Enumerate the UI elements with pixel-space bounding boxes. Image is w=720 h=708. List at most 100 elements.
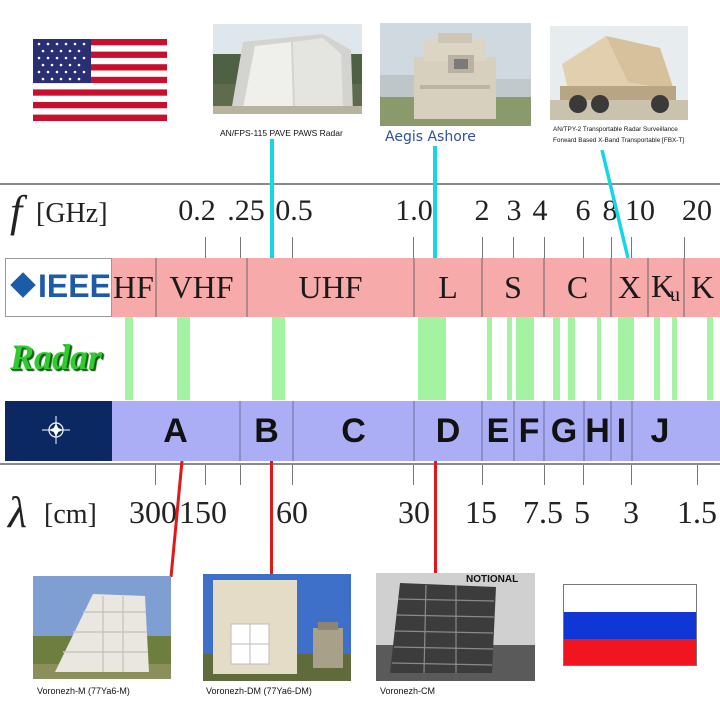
voronezh-dm-caption: Voronezh-DM (77Ya6-DM) [206,686,312,696]
freq-tick-mark [240,237,241,258]
freq-tick-label: 20 [682,194,712,227]
radar-band [516,317,534,400]
nato-band-label: C [341,411,366,450]
wavelength-tick-label: 7.5 [523,494,563,530]
notional-label: NOTIONAL [466,574,519,585]
freq-tick-label: 10 [625,194,655,227]
voronezh-m-connector [168,460,184,578]
usa-flag [33,39,167,121]
freq-tick-label: 0.2 [178,194,216,227]
wavelength-tick-label: 5 [574,494,590,530]
radar-band [654,317,660,400]
freq-tick-mark [544,237,545,258]
wavelength-tick-mark [155,465,156,485]
wavelength-tick-mark [697,465,698,485]
tpy2-photo [550,26,688,120]
wavelength-tick-mark [631,465,632,485]
aegis-connector [433,146,437,258]
wavelength-tick-mark [292,465,293,485]
freq-tick-label: 2 [474,194,490,227]
frequency-symbol: f [10,187,23,236]
freq-tick-mark [583,237,584,258]
tpy2-connector [600,149,636,259]
pave-paws-connector [270,139,274,258]
aegis-ashore-photo [380,23,531,126]
wavelength-axis-line [0,463,720,465]
freq-tick-label: 6 [575,194,591,227]
wavelength-unit: [cm] [44,499,97,530]
nato-band-label: B [254,411,279,450]
wavelength-tick-label: 150 [179,494,227,530]
nato-band-divider [239,401,241,461]
voronezh-cm-connector [434,461,437,574]
voronezh-dm-connector [270,461,273,574]
ieee-band-label: HF [113,268,154,305]
radar-band [553,317,560,400]
wavelength-tick-label: 1.5 [677,494,717,530]
radar-band [618,317,634,400]
voronezh-dm-photo [203,574,351,681]
wavelength-tick-label: 15 [465,494,497,530]
ieee-band-divider [647,258,649,317]
nato-band-divider [292,401,294,461]
wavelength-tick-label: 30 [398,494,430,530]
wavelength-tick-label: 300 [129,494,177,530]
nato-band-divider [543,401,545,461]
ieee-band-divider [246,258,248,317]
freq-tick-mark [482,237,483,258]
nato-band-divider [631,401,633,461]
ieee-band-label: L [438,268,458,305]
frequency-unit: [GHz] [36,198,108,229]
ieee-band-label: K [651,268,675,304]
freq-tick-mark [413,237,414,258]
radar-band [418,317,446,400]
tpy2-caption-line2: Forward Based X-Band Transportable [FBX-… [553,137,685,144]
nato-band-divider [513,401,515,461]
aegis-caption: Aegis Ashore [385,129,476,145]
ieee-logo-text: IEEE [38,268,111,304]
ieee-band-label: UHF [298,268,363,305]
freq-tick-mark [631,237,632,258]
voronezh-cm-photo [376,573,535,681]
radar-band [507,317,512,400]
nato-band-label: F [518,411,540,450]
radar-band [272,317,285,400]
nato-band-divider [481,401,483,461]
freq-tick-mark [684,237,685,258]
ieee-band-label: K [690,268,715,305]
wavelength-tick-label: 60 [276,494,308,530]
frequency-axis-line [0,183,720,185]
freq-tick-label: 4 [532,194,548,227]
voronezh-m-caption: Voronezh-M (77Ya6-M) [37,686,130,696]
wavelength-tick-mark [544,465,545,485]
radar-band [597,317,601,400]
radar-band [707,317,713,400]
russia-flag [563,584,697,666]
nato-band-row [112,401,720,461]
ieee-band-label: X [617,268,642,305]
pave-paws-photo [213,24,362,114]
ieee-band-subscript: u [670,284,680,306]
nato-band-label: H [585,411,610,450]
radar-band [177,317,190,400]
ieee-band-divider [413,258,415,317]
nato-band-label: D [435,411,461,450]
ieee-band-divider [481,258,483,317]
ieee-band-label: C [566,268,589,305]
ieee-band-divider [543,258,545,317]
radar-band [125,317,133,400]
ieee-band-label: S [504,268,522,305]
wavelength-symbol: λ [8,488,28,537]
wavelength-tick-mark [482,465,483,485]
freq-tick-mark [611,237,612,258]
ieee-band-row [112,258,720,317]
freq-tick-mark [513,237,514,258]
freq-tick-label: 3 [506,194,522,227]
pave-paws-caption: AN/FPS-115 PAVE PAWS Radar [220,128,343,138]
nato-band-label: A [163,411,188,450]
nato-band-divider [583,401,585,461]
wavelength-tick-mark [583,465,584,485]
freq-tick-mark [205,237,206,258]
nato-band-label: G [550,411,578,450]
ieee-band-divider [683,258,685,317]
